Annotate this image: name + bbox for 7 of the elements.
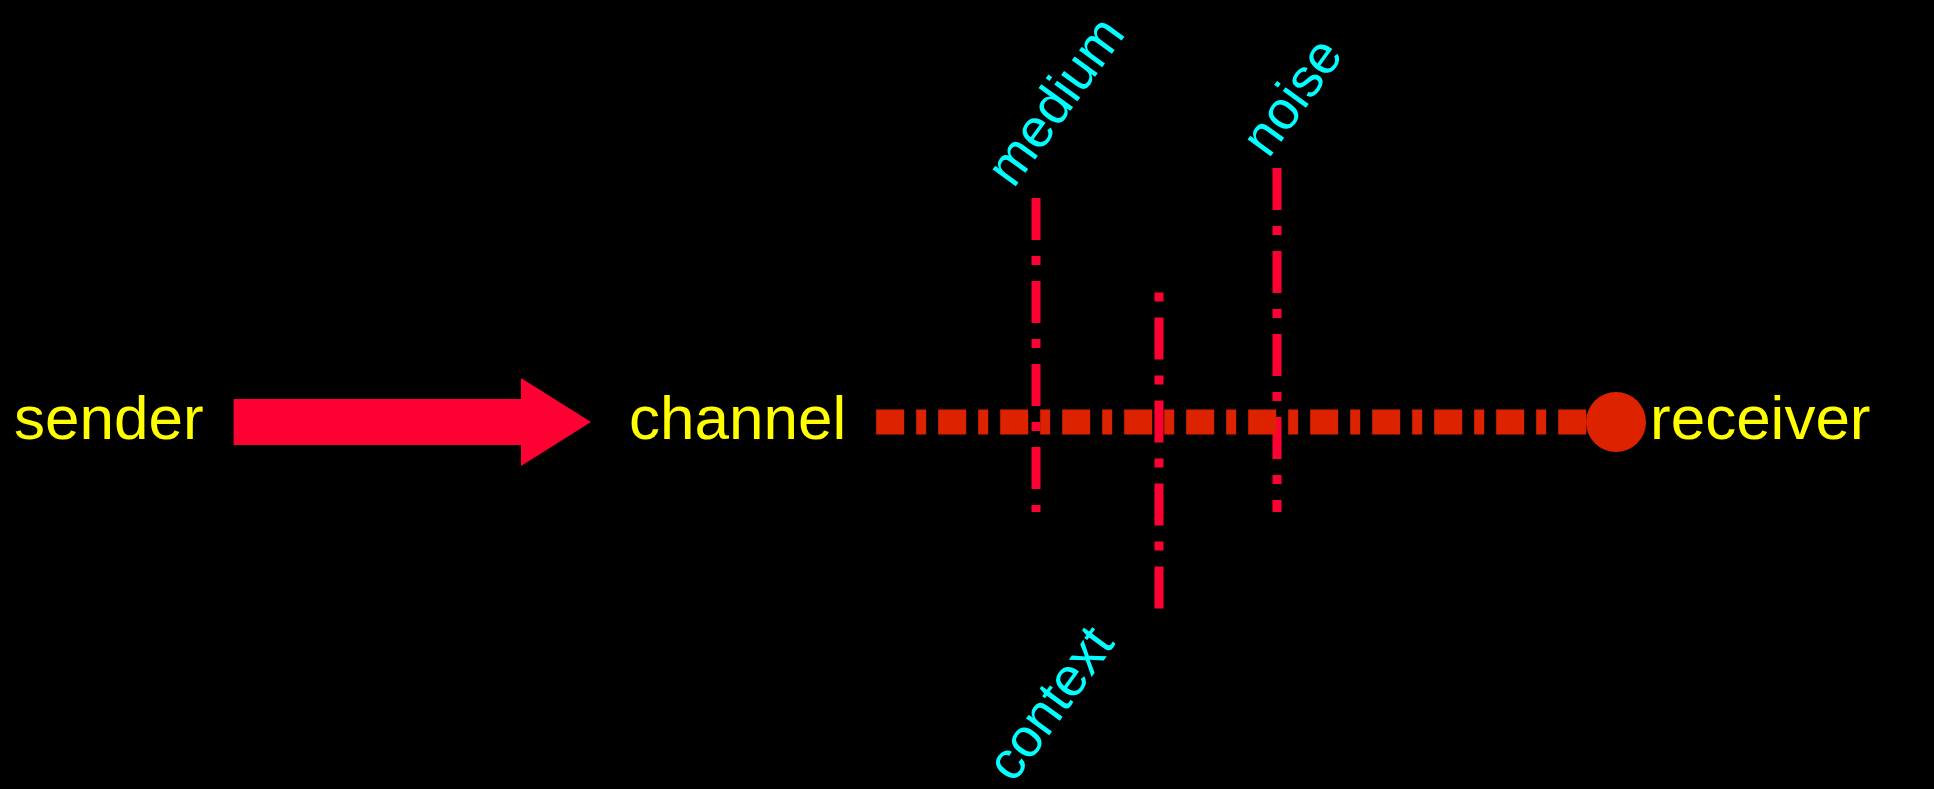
node-label: receiver (1650, 387, 1871, 449)
block-arrow (233, 378, 591, 466)
node-label: sender (14, 387, 204, 449)
node-label: channel (629, 387, 847, 449)
connector-line (876, 392, 1646, 452)
leader-line (1031, 198, 1041, 512)
leader-line (1272, 168, 1282, 512)
